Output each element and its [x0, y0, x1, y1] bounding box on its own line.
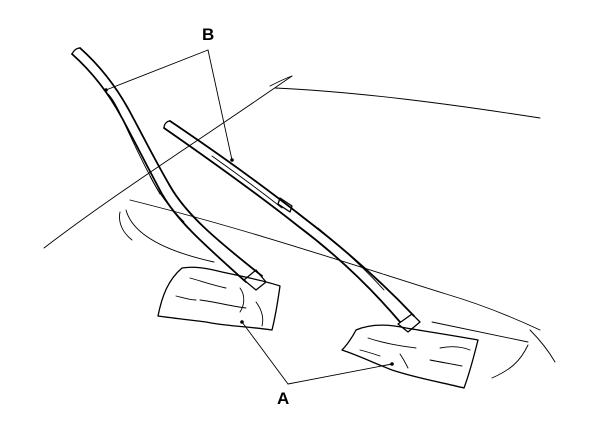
- callout-label-b: B: [202, 25, 214, 44]
- callout-b-leaders: [104, 49, 234, 162]
- left-shop-cloth: [157, 266, 281, 331]
- windshield-outline: [43, 75, 541, 331]
- callout-label-a: A: [277, 389, 289, 408]
- left-wiper-blade: [71, 47, 267, 291]
- callout-a-leaders: [240, 320, 394, 385]
- hood-outline: [431, 321, 556, 379]
- right-shop-cloth: [341, 324, 479, 389]
- right-wiper-blade: [163, 120, 421, 333]
